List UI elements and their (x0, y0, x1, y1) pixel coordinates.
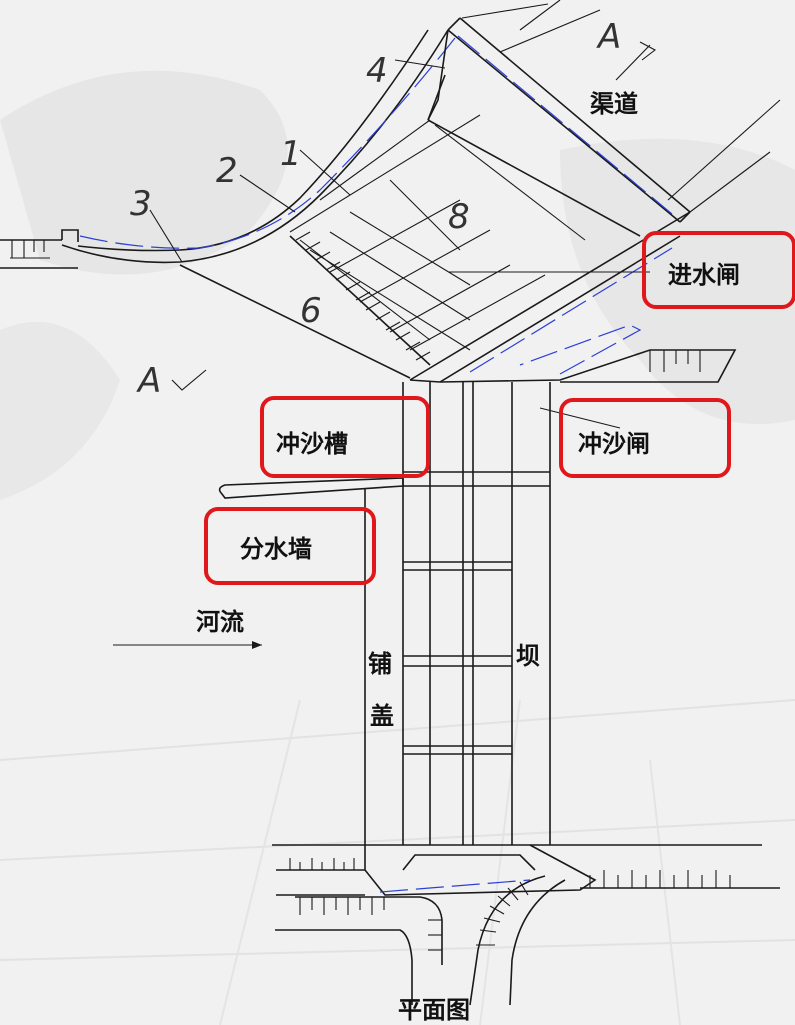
plan-view-title: 平面图 (398, 996, 470, 1024)
divide-wall-label: 分水墙 (240, 535, 312, 563)
dam-label: 坝 (516, 642, 540, 670)
divide-wall (218, 477, 404, 499)
river-flow-arrow (113, 641, 262, 649)
part-number-4: 4 (366, 51, 388, 91)
intake-gate-highlight (642, 231, 795, 309)
canal-label: 渠道 (590, 90, 638, 118)
river-flow-label: 河流 (196, 608, 244, 636)
downstream-structure (272, 844, 780, 1006)
part-number-8: 8 (448, 197, 470, 237)
part-number-3: 3 (130, 184, 152, 224)
number-leaders (149, 41, 657, 391)
sluice-gate-highlight (559, 398, 731, 478)
sluice-gate-label: 冲沙闸 (578, 430, 650, 458)
right-bank (439, 324, 737, 383)
part-number-2: 2 (216, 151, 238, 191)
divide-wall-highlight (204, 507, 376, 585)
part-number-1: 1 (280, 134, 302, 174)
left-bank (0, 229, 79, 269)
apron-label-2: 盖 (370, 702, 394, 730)
sluice-trough-highlight (260, 396, 430, 478)
apron-label-1: 铺 (368, 650, 392, 678)
intake-gate-label: 进水闸 (668, 261, 740, 289)
guide-wall (61, 29, 456, 264)
part-number-6: 6 (300, 291, 322, 331)
section-marker-left: A (136, 361, 161, 401)
sluice-trough-label: 冲沙槽 (276, 430, 348, 458)
section-marker-top: A (596, 17, 621, 57)
